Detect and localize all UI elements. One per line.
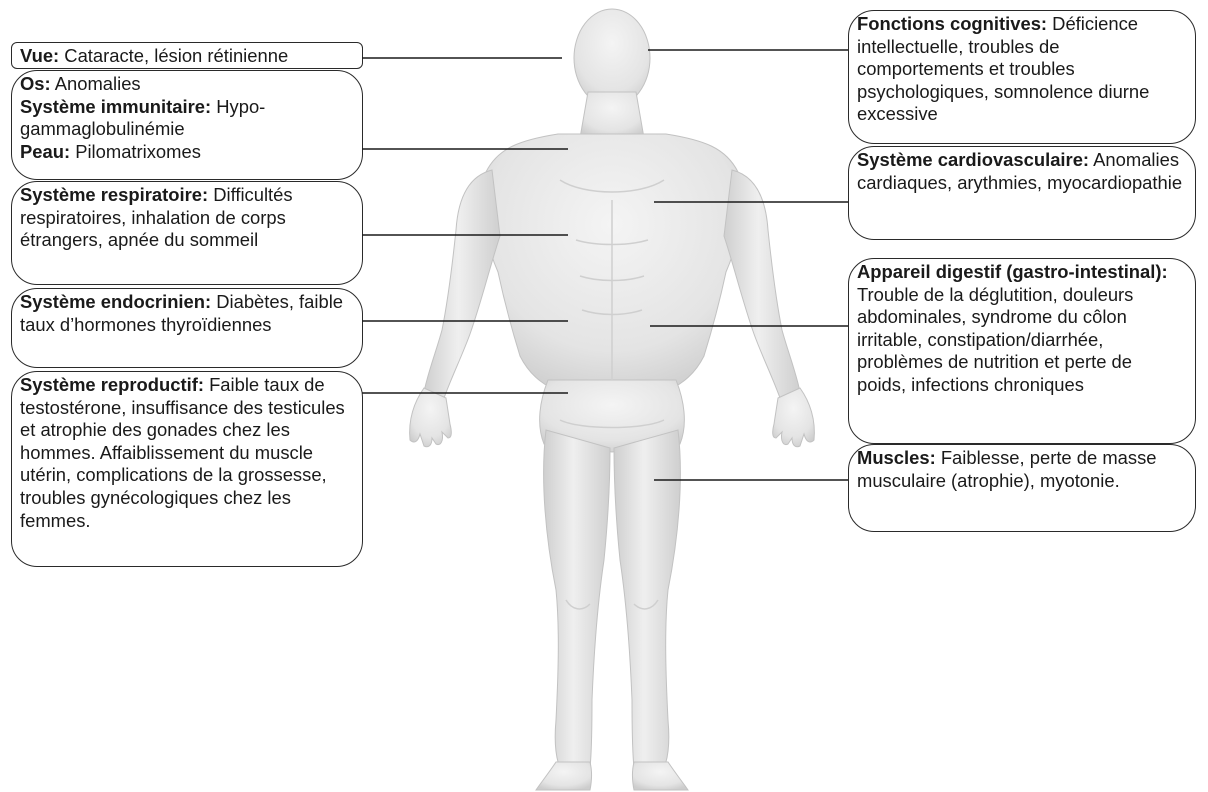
label-term: Peau: — [20, 141, 70, 162]
label-term: Vue: — [20, 45, 59, 66]
label-term: Fonctions cognitives: — [857, 13, 1047, 34]
left-leg-shape — [544, 430, 610, 768]
left-foot-shape — [536, 762, 592, 790]
right-arm-shape — [724, 170, 800, 398]
label-box-digestif: Appareil digestif (gastro-intestinal): T… — [848, 258, 1196, 444]
body-silhouette — [410, 9, 815, 790]
label-term: Appareil digestif (gastro-intestinal): — [857, 261, 1168, 282]
label-term: Système cardiovasculaire: — [857, 149, 1089, 170]
label-box-cardio: Système cardiovasculaire: Anomalies card… — [848, 146, 1196, 240]
label-description: Trouble de la déglutition, douleurs abdo… — [857, 284, 1133, 395]
label-term: Muscles: — [857, 447, 936, 468]
right-hand-shape — [773, 388, 815, 447]
label-box-cognitives: Fonctions cognitives: Déficience intelle… — [848, 10, 1196, 144]
label-term: Système immunitaire: — [20, 96, 211, 117]
label-box-vue: Vue: Cataracte, lésion rétinienne — [11, 42, 363, 69]
neck-shape — [580, 92, 644, 138]
label-box-endocrinien: Système endocrinien: Diabètes, faible ta… — [11, 288, 363, 368]
label-description: Anomalies — [51, 73, 141, 94]
label-term: Système respiratoire: — [20, 184, 208, 205]
label-description: Cataracte, lésion rétinienne — [59, 45, 288, 66]
left-hand-shape — [410, 388, 452, 447]
label-box-reproductif: Système reproductif: Faible taux de test… — [11, 371, 363, 567]
label-term: Système reproductif: — [20, 374, 204, 395]
label-box-os-immuno-peau: Os: Anomalies Système immunitaire: Hypo-… — [11, 70, 363, 180]
label-box-muscles: Muscles: Faiblesse, perte de masse muscu… — [848, 444, 1196, 532]
label-description: Faible taux de testostérone, insuffisanc… — [20, 374, 345, 531]
right-leg-shape — [614, 430, 680, 768]
left-arm-shape — [424, 170, 500, 398]
label-term: Os: — [20, 73, 51, 94]
label-description: Pilomatrixomes — [70, 141, 201, 162]
right-foot-shape — [633, 762, 689, 790]
label-box-respiratoire: Système respiratoire: Difficultés respir… — [11, 181, 363, 285]
label-term: Système endocrinien: — [20, 291, 211, 312]
